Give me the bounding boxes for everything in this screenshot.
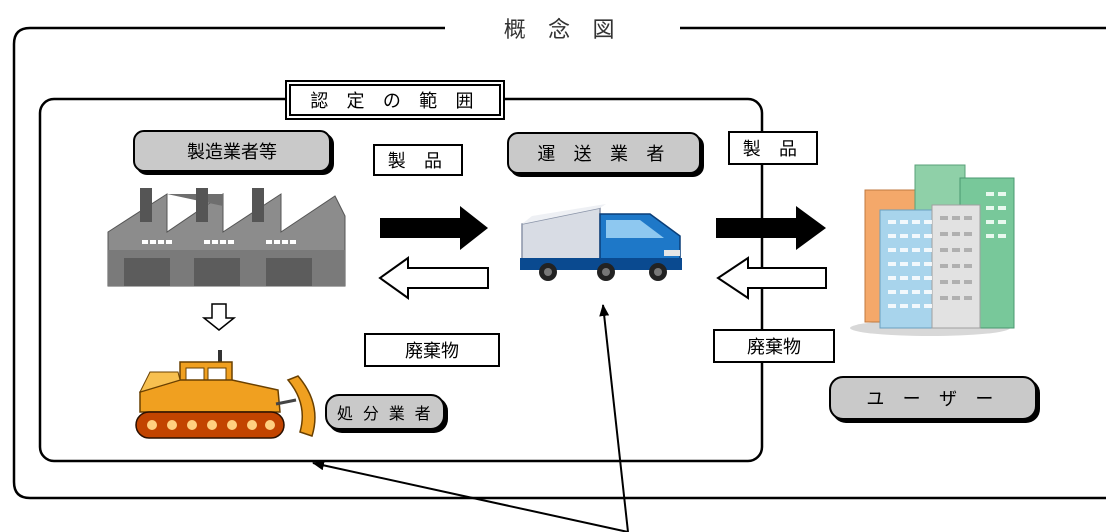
- buildings-icon: [850, 164, 1015, 336]
- product-label-right: 製 品: [728, 131, 818, 165]
- product-arrow-left: [380, 206, 488, 250]
- pointer-line-truck: [599, 304, 629, 532]
- pointer-line-scope: [312, 460, 629, 532]
- waste-label-left: 廃棄物: [364, 333, 500, 367]
- disposal-down-arrow: [201, 303, 237, 331]
- manufacturer-label: 製造業者等: [133, 130, 331, 172]
- truck-icon: [520, 204, 682, 281]
- waste-arrow-left: [378, 256, 489, 300]
- carrier-label: 運 送 業 者: [507, 132, 701, 174]
- product-label-left: 製 品: [373, 144, 463, 176]
- user-label: ユ ー ザ ー: [829, 376, 1037, 420]
- bulldozer-icon: [135, 350, 316, 439]
- disposer-label: 処 分 業 者: [325, 394, 445, 430]
- scope-label: 認 定 の 範 囲: [289, 84, 501, 116]
- factory-icon: [107, 188, 346, 287]
- outer-frame: [12, 26, 1106, 500]
- product-arrow-right: [716, 206, 826, 250]
- waste-arrow-right: [716, 256, 827, 300]
- waste-label-right: 廃棄物: [713, 329, 835, 363]
- diagram-title: 概 念 図: [450, 10, 676, 46]
